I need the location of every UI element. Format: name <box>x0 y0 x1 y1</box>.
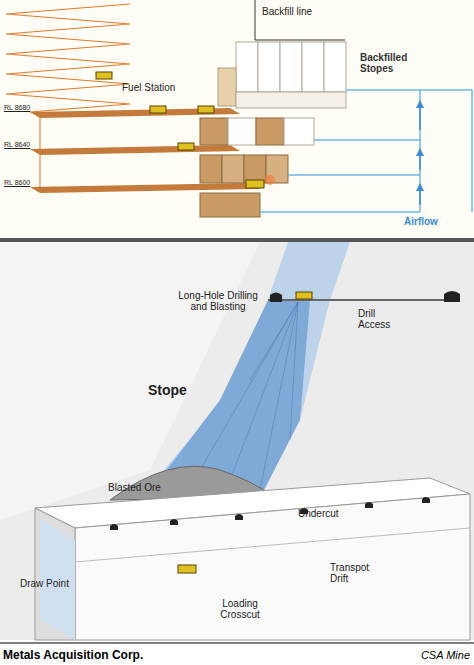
arrow-head <box>416 100 424 108</box>
stope-block <box>218 68 236 106</box>
block-front <box>75 494 470 640</box>
truck-vehicle <box>178 143 194 150</box>
stope-block <box>256 118 284 145</box>
stope-block <box>258 42 280 92</box>
airflow-arrows <box>416 100 424 205</box>
air-duct <box>260 211 420 213</box>
arrow-shaft <box>419 156 421 170</box>
stope-block <box>228 118 256 145</box>
drill-hole <box>230 302 298 480</box>
top-panel <box>0 0 474 238</box>
decline-ramp <box>6 4 130 112</box>
backfill-pipe <box>255 40 345 41</box>
airflow-label: Airflow <box>404 216 464 227</box>
drill-hole <box>260 302 298 490</box>
stope-block <box>222 155 244 183</box>
air-duct <box>346 89 472 91</box>
airflow-lines <box>260 90 472 212</box>
drive-portal <box>270 293 282 303</box>
callout-label: Long-Hole Drilling and Blasting <box>178 290 258 312</box>
level-label: RL 8680 <box>4 104 44 112</box>
stope-block <box>236 42 258 92</box>
level-label: RL 8640 <box>4 141 44 149</box>
callout-label: Backfilled Stopes <box>360 52 420 74</box>
drill-hole <box>200 302 298 470</box>
drift-portal <box>422 497 430 503</box>
callout-label: Blasted Ore <box>108 482 188 493</box>
stope-block <box>236 92 346 108</box>
stope-label: Stope <box>148 382 208 398</box>
air-duct <box>471 90 473 212</box>
stope-block <box>200 155 222 183</box>
arrow-head <box>416 183 424 191</box>
arrow-shaft <box>419 108 421 130</box>
stope-block <box>284 118 314 145</box>
transport-drift <box>75 528 470 562</box>
block-side <box>35 508 75 640</box>
stope-block <box>280 42 302 92</box>
truck-vehicle <box>150 106 166 113</box>
backfilled-stopes <box>218 42 346 108</box>
footer-text: Metals Acquisition Corp. <box>3 648 253 662</box>
footer-text: CSA Mine <box>300 648 470 662</box>
stope-block <box>244 155 266 183</box>
footer-rule <box>0 643 474 644</box>
drive-portal <box>444 291 460 302</box>
callout-label: Transpot Drift <box>330 562 385 584</box>
air-duct <box>314 139 420 141</box>
callout-label: Fuel Station <box>122 82 192 93</box>
stope-block <box>200 193 260 217</box>
rock-mass <box>0 242 474 640</box>
level-label: RL 8600 <box>4 179 44 187</box>
backfill-pipe <box>255 0 256 40</box>
callout-label: Draw Point <box>20 578 90 589</box>
loader-vehicle <box>246 180 264 188</box>
arrow-head <box>416 148 424 156</box>
loader-vehicle <box>96 72 112 79</box>
ramp-link <box>40 118 41 149</box>
stope-block <box>302 42 324 92</box>
level-drive <box>30 145 240 155</box>
stope-block <box>200 118 228 145</box>
ramp-link <box>40 155 41 187</box>
panel-separator <box>0 238 474 242</box>
drill-hole <box>250 302 298 380</box>
drift-portal <box>365 502 373 508</box>
callout-label: Loading Crosscut <box>210 598 270 620</box>
loader-vehicle <box>198 106 214 113</box>
drill-holes <box>200 302 298 490</box>
blast-flash <box>265 175 275 185</box>
loader-vehicle <box>178 565 196 573</box>
level-drive <box>30 183 260 193</box>
active-stopes <box>200 118 314 217</box>
drift-portal <box>235 514 243 520</box>
drill-hole <box>290 302 298 440</box>
drift-portal <box>110 524 118 530</box>
callout-label: Backfill line <box>262 6 342 17</box>
callout-label: Drill Access <box>358 308 408 330</box>
air-duct <box>288 174 420 176</box>
stope-block <box>324 42 346 92</box>
drift-portal <box>170 519 178 525</box>
drift-portals <box>110 497 430 530</box>
drill-rig <box>296 292 312 299</box>
callout-label: Undercut <box>298 508 368 519</box>
arrow-shaft <box>419 191 421 205</box>
